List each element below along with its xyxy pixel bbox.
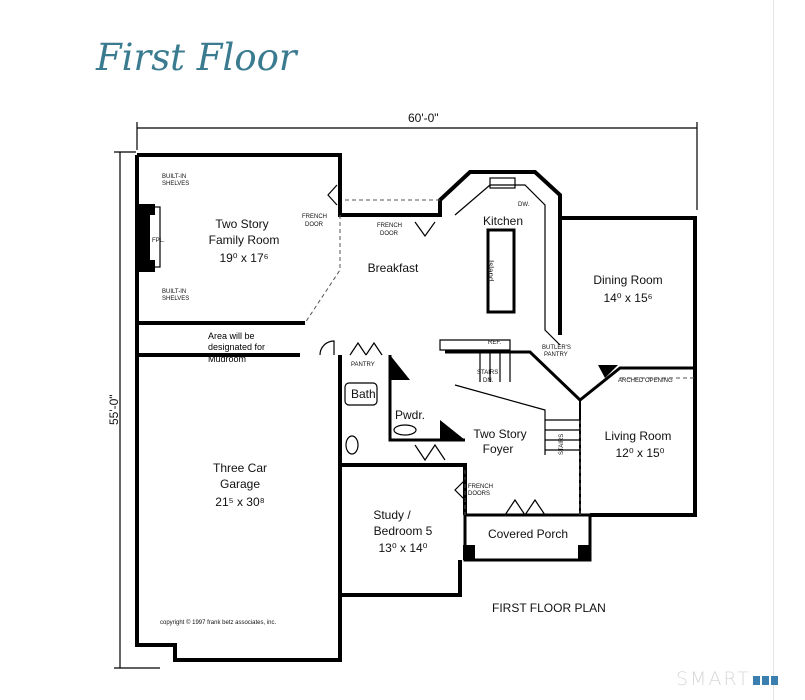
living-room-label: Living Room: [605, 429, 672, 443]
sink: [489, 177, 516, 189]
island-label: Island: [486, 260, 495, 281]
dishwasher-label: DW.: [518, 202, 530, 208]
french-door-label: DOOR: [380, 231, 399, 237]
builtin-label: SHELVES: [162, 296, 189, 302]
breakfast-label: Breakfast: [368, 261, 419, 275]
exterior-walls: [135, 153, 697, 662]
butlers-pantry-label: BUTLER'S: [542, 345, 571, 351]
study-label-1: Study /: [373, 508, 411, 522]
fireplace-label: FPL.: [152, 238, 165, 244]
mudroom-note-line: Mudroom: [208, 354, 246, 364]
kitchen-label: Kitchen: [483, 214, 523, 228]
kitchen-island: [486, 228, 516, 314]
powder-label: Pwdr.: [395, 408, 425, 422]
dining-room-label: Dining Room: [593, 273, 662, 287]
stairs-down-label: DN.: [483, 378, 494, 384]
room-family: Two Story Family Room 19⁰ x 17⁶: [209, 217, 280, 265]
garage-size: 21⁵ x 30⁸: [215, 495, 264, 509]
butlers-pantry-label: PANTRY: [544, 352, 568, 358]
living-room-size: 12⁰ x 15⁰: [616, 446, 665, 460]
mudroom-note-line: designated for: [208, 342, 265, 352]
family-room-label-2: Family Room: [209, 233, 280, 247]
smart-mls-logo: SMART: [676, 668, 778, 690]
french-door-label: FRENCH: [302, 214, 327, 220]
builtin-label: BUILT-IN: [162, 174, 186, 180]
depth-dimension-label: 55'-0": [107, 394, 121, 425]
garage-label-2: Garage: [220, 477, 260, 491]
page-edge-divider: [773, 0, 774, 700]
stairs-up-label: STAIRS: [559, 434, 565, 455]
refrigerator-label: REF.: [488, 340, 501, 346]
french-doors-label: DOORS: [468, 491, 490, 497]
porch-label: Covered Porch: [488, 527, 568, 541]
interior-details: [137, 177, 695, 560]
family-room-label-1: Two Story: [215, 217, 268, 231]
doors: [319, 184, 546, 517]
bath-label: Bath: [351, 387, 376, 401]
study-label-2: Bedroom 5: [374, 524, 433, 538]
family-room-size: 19⁰ x 17⁶: [219, 251, 268, 265]
builtin-label: SHELVES: [162, 181, 189, 187]
dimension-depth: 55'-0": [107, 151, 160, 669]
mudroom-note-line: Area will be: [208, 331, 255, 341]
study-size: 13⁰ x 14⁰: [379, 541, 428, 555]
plan-label: FIRST FLOOR PLAN: [492, 601, 606, 615]
stairs-down-label: STAIRS: [477, 370, 498, 376]
small-labels: BUILT-IN SHELVES BUILT-IN SHELVES FPL. F…: [152, 174, 673, 497]
dining-room-size: 14⁰ x 15⁶: [603, 291, 652, 305]
copyright-text: copyright © 1997 frank betz associates, …: [160, 619, 276, 626]
mudroom-note: Area will be designated for Mudroom: [208, 331, 265, 364]
garage-label-1: Three Car: [213, 461, 267, 475]
logo-text: SMART: [676, 668, 751, 690]
french-doors-label: FRENCH: [468, 484, 493, 490]
bathtub: [344, 382, 378, 406]
arched-opening-label: ARCHED OPENING: [618, 378, 673, 384]
french-door-label: DOOR: [305, 222, 324, 228]
foyer-label-2: Foyer: [483, 442, 514, 456]
width-dimension-label: 60'-0": [408, 111, 439, 125]
french-door-label: FRENCH: [377, 223, 402, 229]
dimension-width: 60'-0": [136, 111, 698, 210]
page-title: First Floor: [96, 36, 297, 79]
builtin-label: BUILT-IN: [162, 289, 186, 295]
foyer-label-1: Two Story: [473, 427, 526, 441]
pantry-label: PANTRY: [351, 362, 375, 368]
